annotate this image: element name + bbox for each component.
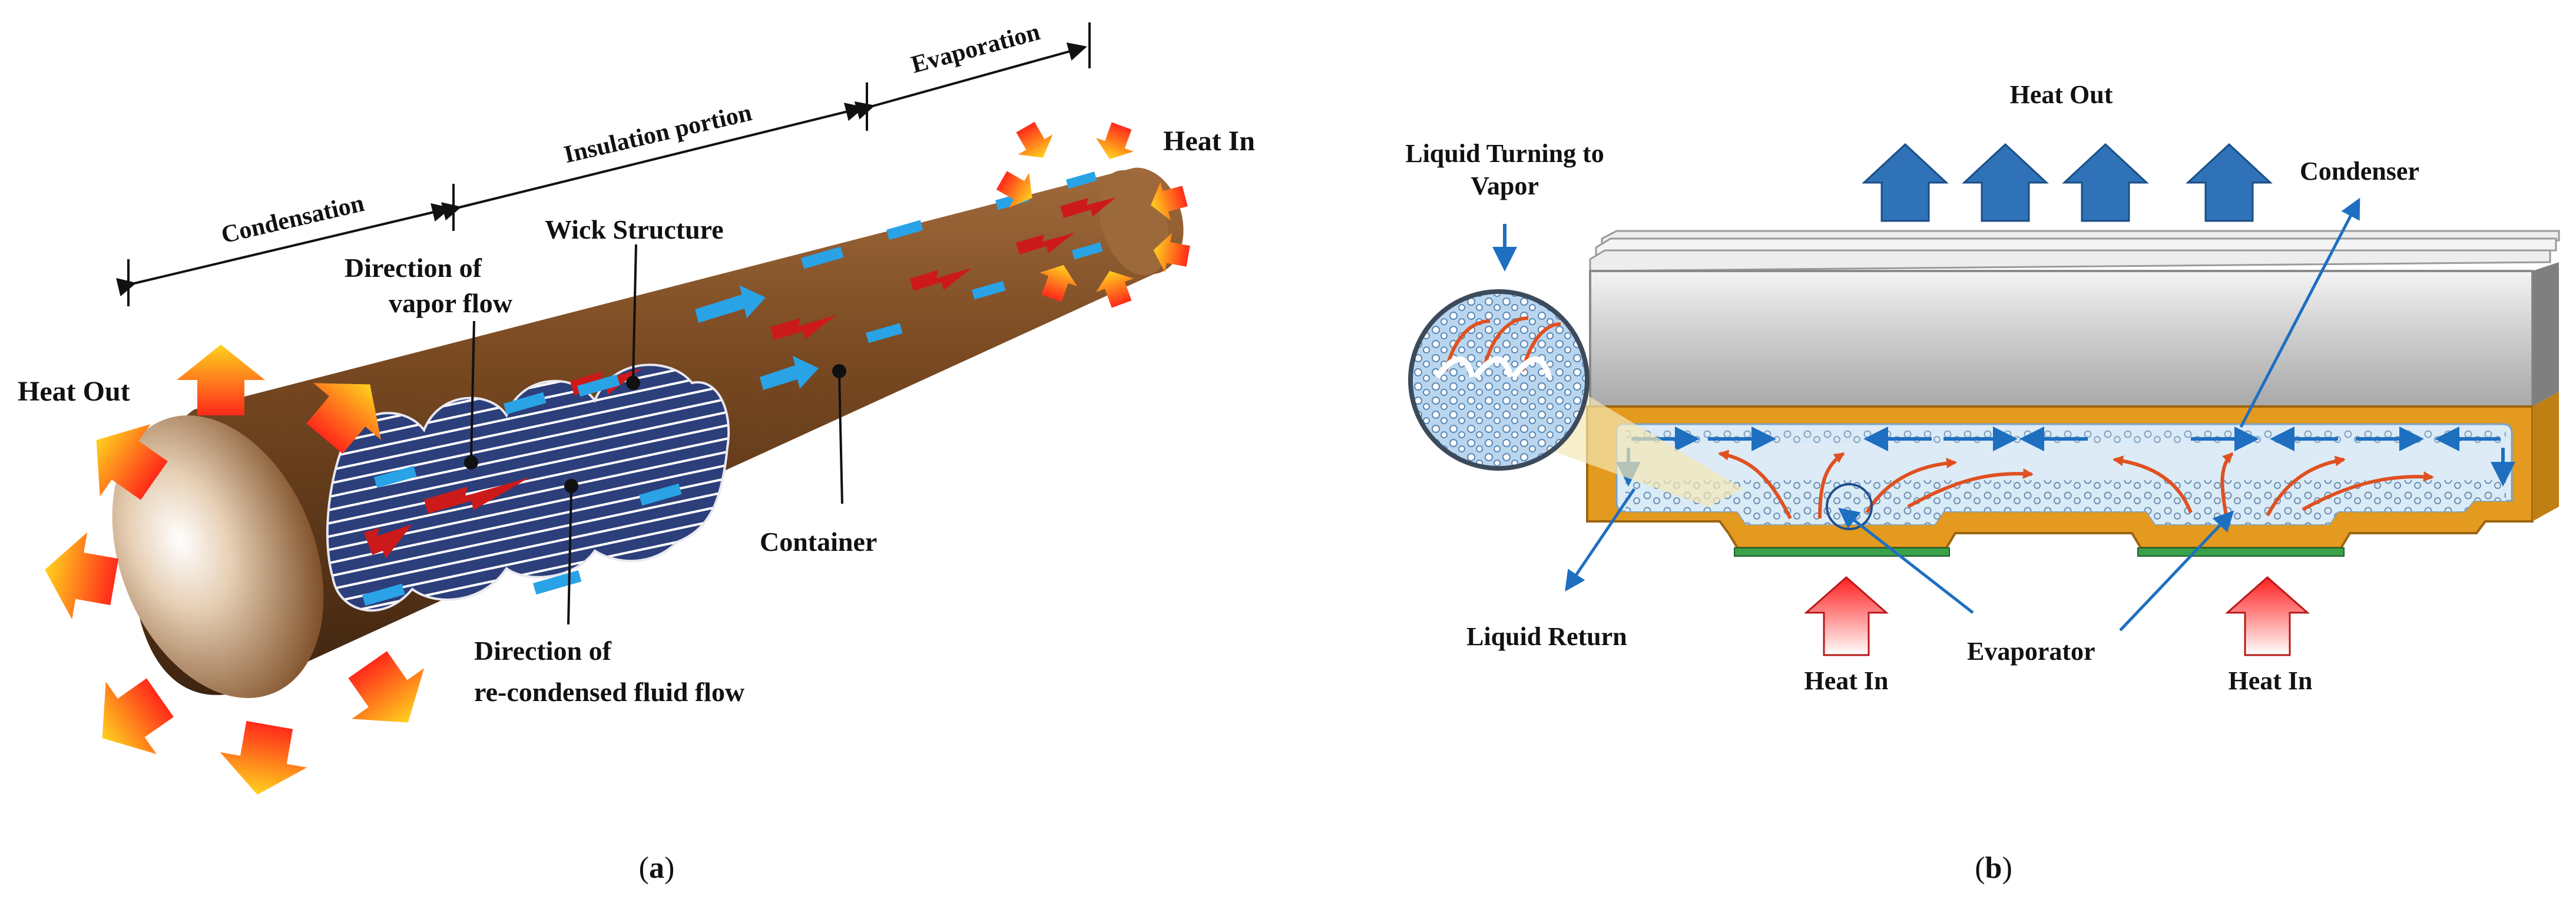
panel-b-caption: (b) — [1975, 851, 2012, 885]
liquid-turning-label-line2: Vapor — [1471, 171, 1539, 200]
heat-out-label: Heat Out — [18, 376, 130, 407]
tube-rounded-end — [112, 415, 324, 698]
container-side-face — [2532, 392, 2559, 521]
container-label: Container — [760, 527, 877, 557]
heat-source-left — [1734, 547, 1950, 557]
panel-b-leader-lines — [1565, 197, 2360, 632]
condenser-block — [1589, 270, 2534, 408]
panel-a: Condensation Insulation portion Evaporat… — [18, 18, 1255, 885]
section-label-evaporation: Evaporation — [908, 18, 1042, 78]
vapor-flow-label-line2: vapor flow — [389, 288, 512, 318]
heat-in-label: Heat In — [1163, 125, 1255, 157]
chamber-flow-arrows — [1616, 427, 2515, 520]
tube-far-end — [1098, 170, 1169, 276]
evaporator-label: Evaporator — [1967, 637, 2095, 666]
liquid-turning-label-line1: Liquid Turning to — [1405, 139, 1604, 168]
heat-out-arrows-b — [1862, 143, 2273, 222]
section-dimension-lines — [116, 22, 1091, 306]
liquid-return-label: Liquid Return — [1466, 622, 1627, 651]
wick-top-layer — [1625, 430, 2506, 443]
heat-out-label-b: Heat Out — [2010, 80, 2113, 109]
wick-structure-label: Wick Structure — [545, 214, 724, 244]
heat-in-label-right: Heat In — [2229, 666, 2313, 695]
heat-out-arrows — [45, 345, 425, 795]
section-label-condensation: Condensation — [218, 190, 366, 249]
vapor-flow-label-line1: Direction of — [345, 253, 482, 283]
stacked-plates — [1589, 230, 2560, 272]
fluid-flow-label-line2: re-condensed fluid flow — [474, 677, 744, 707]
heat-in-arrows — [996, 121, 1190, 308]
fluid-flow-label-line1: Direction of — [474, 636, 612, 666]
heat-in-label-left: Heat In — [1804, 666, 1889, 695]
condenser-label: Condenser — [2300, 157, 2419, 186]
condenser-side-face — [2532, 262, 2559, 406]
magnifier-beam — [1543, 383, 1743, 507]
heat-source-right — [2137, 547, 2345, 557]
panel-a-caption: (a) — [639, 851, 675, 885]
magnified-view — [1408, 289, 1590, 471]
heat-in-arrows-b — [1804, 576, 2310, 656]
zoom-region-marker — [1826, 483, 1873, 530]
panel-b: Heat Out Liquid Turning to Vapor Condens… — [1405, 80, 2560, 885]
wick-structure-cutaway — [326, 363, 730, 612]
panel-a-leader-lines — [464, 244, 846, 625]
